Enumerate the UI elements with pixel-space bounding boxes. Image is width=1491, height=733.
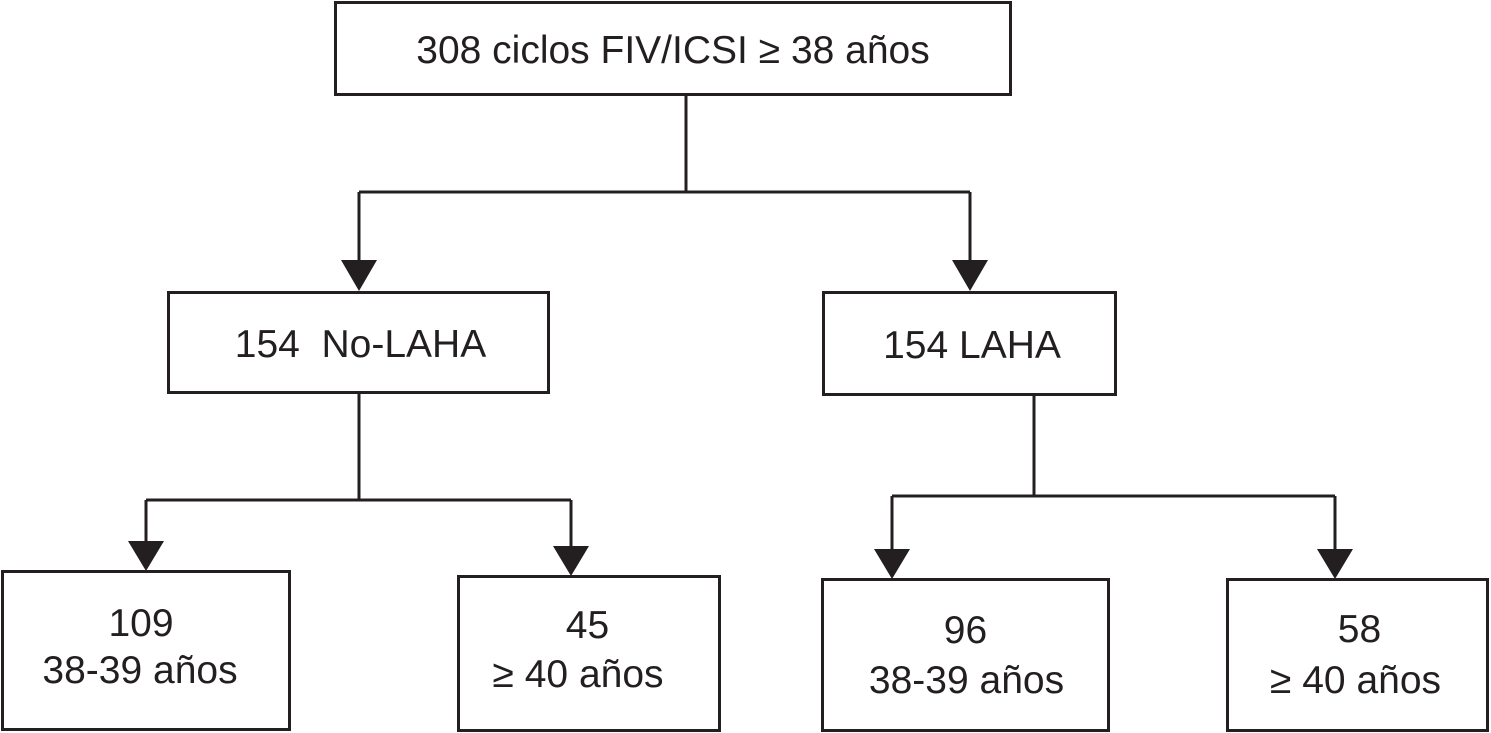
nolaha-40-box: 45 ≥ 40 años xyxy=(457,575,721,732)
arrowhead-laha-3839 xyxy=(874,549,910,579)
laha-40-age: ≥ 40 años xyxy=(1269,659,1442,702)
laha-group-box: 154 LAHA xyxy=(822,291,1117,396)
nolaha-3839-age: 38-39 años xyxy=(42,649,238,692)
nolaha-group-box: 154 No-LAHA xyxy=(167,291,550,394)
root-label: 308 ciclos FIV/ICSI ≥ 38 años xyxy=(416,29,930,72)
nolaha-3839-box: 109 38-39 años xyxy=(1,570,291,731)
arrowhead-laha xyxy=(952,260,988,291)
nolaha-40-count: 45 xyxy=(565,604,610,647)
arrowhead-nolaha-3839 xyxy=(128,541,164,571)
laha-3839-count: 96 xyxy=(943,609,988,652)
laha-3839-age: 38-39 años xyxy=(868,659,1065,702)
nolaha-40-age: ≥ 40 años xyxy=(492,653,664,696)
laha-3839-box: 96 38-39 años xyxy=(821,578,1110,732)
root-box: 308 ciclos FIV/ICSI ≥ 38 años xyxy=(334,1,1012,96)
laha-group-label: 154 LAHA xyxy=(883,324,1061,367)
arrowhead-nolaha xyxy=(341,260,377,291)
nolaha-3839-count: 109 xyxy=(108,602,174,645)
arrowhead-nolaha-40 xyxy=(553,546,589,576)
nolaha-group-label: 154 No-LAHA xyxy=(234,323,487,366)
laha-40-box: 58 ≥ 40 años xyxy=(1226,578,1489,732)
arrowhead-laha-40 xyxy=(1317,549,1353,579)
laha-40-count: 58 xyxy=(1337,608,1382,651)
